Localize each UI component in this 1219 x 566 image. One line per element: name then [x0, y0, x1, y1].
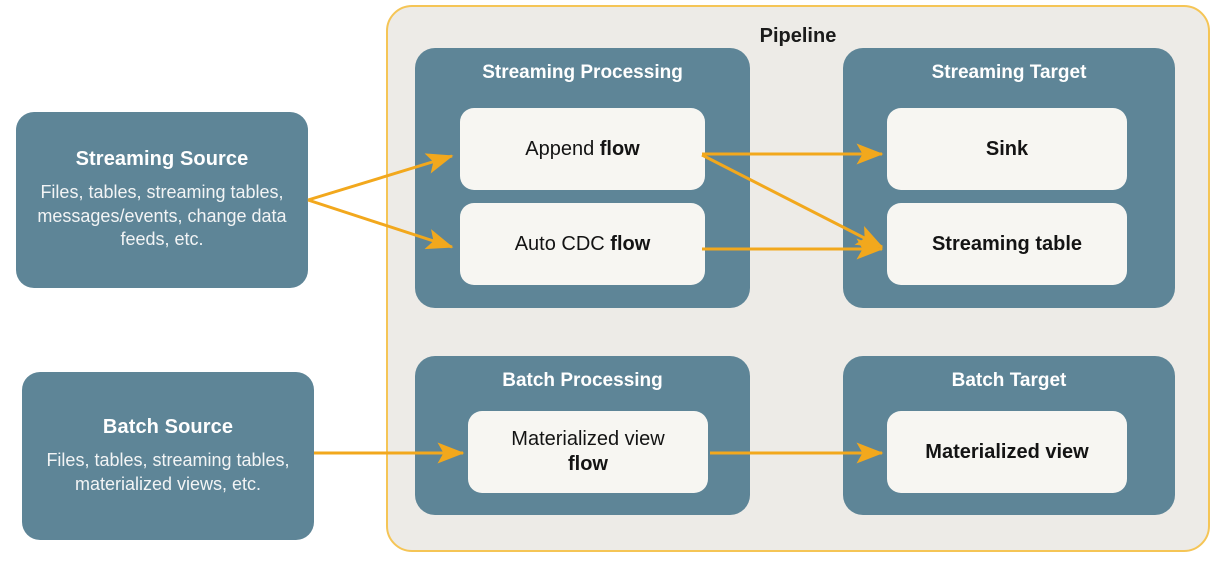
append-flow-bold: flow: [599, 137, 640, 160]
streaming-target-panel: Streaming Target Sink Streaming table: [843, 48, 1175, 308]
batch-processing-title: Batch Processing: [502, 370, 663, 391]
append-flow-prefix: Append: [525, 137, 600, 160]
streaming-processing-title: Streaming Processing: [482, 62, 683, 83]
materialized-view-flow-prefix: Materialized view: [511, 428, 665, 450]
card-append-flow: Append flow: [460, 108, 705, 190]
batch-source-box: Batch Source Files, tables, streaming ta…: [22, 372, 314, 540]
materialized-view-flow-bold: flow: [567, 453, 608, 475]
pipeline-title: Pipeline: [759, 25, 837, 47]
batch-target-title: Batch Target: [951, 370, 1067, 391]
streaming-source-title: Streaming Source: [75, 147, 249, 170]
card-materialized-view: Materialized view: [887, 411, 1127, 493]
card-materialized-view-flow: Materialized view flow: [468, 411, 708, 493]
streaming-source-description: Files, tables, streaming tables, message…: [37, 181, 287, 250]
batch-source-title: Batch Source: [102, 415, 234, 438]
streaming-table-label: Streaming table: [931, 232, 1083, 255]
sink-label: Sink: [985, 137, 1029, 160]
streaming-target-title: Streaming Target: [931, 62, 1087, 83]
card-auto-cdc-flow: Auto CDC flow: [460, 203, 705, 285]
materialized-view-label: Materialized view: [925, 440, 1089, 463]
batch-processing-panel: Batch Processing Materialized view flow: [415, 356, 750, 515]
auto-cdc-flow-bold: flow: [610, 232, 651, 255]
batch-source-description: Files, tables, streaming tables, materia…: [46, 449, 290, 494]
streaming-processing-panel: Streaming Processing Append flow Auto CD…: [415, 48, 750, 308]
auto-cdc-flow-prefix: Auto CDC: [514, 232, 611, 255]
card-sink: Sink: [887, 108, 1127, 190]
batch-target-panel: Batch Target Materialized view: [843, 356, 1175, 515]
streaming-source-box: Streaming Source Files, tables, streamin…: [16, 112, 308, 288]
card-streaming-table: Streaming table: [887, 203, 1127, 285]
